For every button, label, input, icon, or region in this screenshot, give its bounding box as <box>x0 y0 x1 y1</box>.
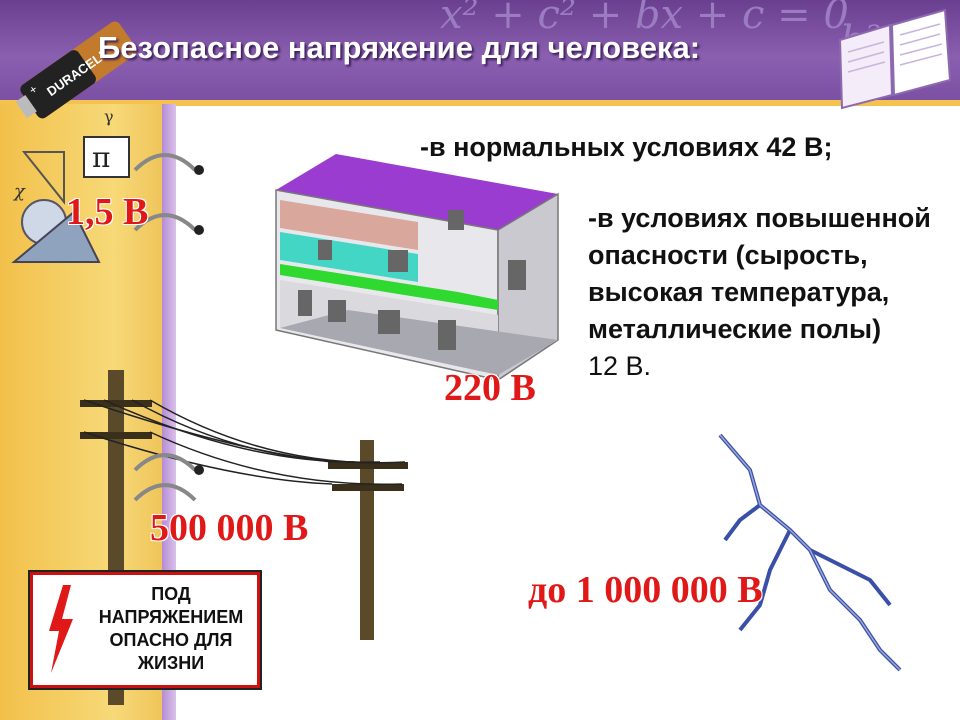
svg-text:γ: γ <box>104 112 114 126</box>
wire-hooks-icon <box>133 153 204 502</box>
hazard-conditions-text: -в условиях повышенной опасности (сырост… <box>588 200 958 385</box>
svg-text:χ: χ <box>12 181 26 202</box>
hazard-conditions-lead: -в условиях повышенной опасности (сырост… <box>588 203 931 344</box>
left-divider <box>162 104 176 720</box>
svg-text:π: π <box>92 141 110 174</box>
decorative-formula: x² + c² + bx + c = 0 <box>440 0 849 38</box>
header-underline <box>0 100 960 106</box>
power-line-voltage-label: 500 000 В <box>150 507 309 549</box>
book-icon <box>838 8 952 110</box>
high-voltage-bolt-icon <box>49 585 73 673</box>
house-illustration <box>275 154 559 382</box>
math-tools-icon: π χ γ <box>11 112 130 263</box>
hazard-conditions-value: 12 В. <box>588 351 652 381</box>
battery-icon: DURACELL + <box>15 21 137 119</box>
household-voltage-label: 220 В <box>444 367 536 409</box>
lightning-voltage-label: до 1 000 000 В <box>528 569 763 611</box>
header-banner: x² + c² + bx + c = 0 b² <box>0 0 960 104</box>
battery-voltage-label: 1,5 В <box>66 191 149 233</box>
normal-conditions-text: -в нормальных условиях 42 В; <box>420 132 833 162</box>
lightning-illustration <box>718 433 902 672</box>
danger-warning-sign: ПОД НАПРЯЖЕНИЕМ ОПАСНО ДЛЯ ЖИЗНИ <box>30 572 260 688</box>
warning-sign-text: ПОД НАПРЯЖЕНИЕМ ОПАСНО ДЛЯ ЖИЗНИ <box>98 584 244 673</box>
page-title: Безопасное напряжение для человека: <box>98 30 701 65</box>
